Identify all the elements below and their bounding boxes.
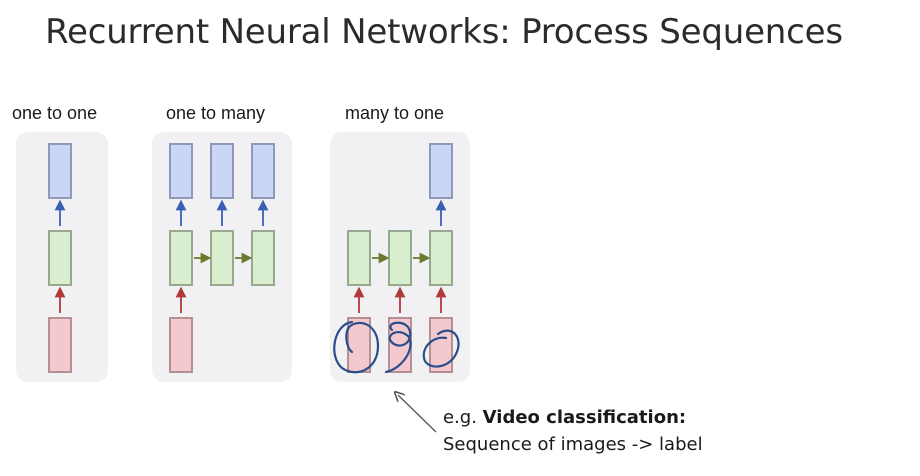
output-box [210, 143, 234, 199]
panel-label-one-to-one: one to one [12, 103, 98, 123]
panel-label-one-to-many: one to many [166, 103, 266, 123]
output-box [48, 143, 72, 199]
input-box [169, 317, 193, 373]
hidden-box [251, 230, 275, 286]
handwritten-circle-2 [384, 321, 412, 374]
output-box [429, 143, 453, 199]
caption-prefix: e.g. [443, 407, 483, 428]
caption-pointer-arrow [398, 395, 437, 433]
output-box [169, 143, 193, 199]
caption-line-2: Sequence of images -> label [443, 434, 703, 455]
hidden-box [48, 230, 72, 286]
caption-bold: Video classification: [482, 407, 687, 428]
hidden-box [169, 230, 193, 286]
caption-line-1: e.g. Video classification: [443, 404, 703, 431]
handwritten-circle-1 [333, 320, 380, 374]
caption: e.g. Video classification: Sequence of i… [443, 404, 703, 458]
hidden-box [429, 230, 453, 286]
input-box [429, 317, 453, 373]
handwritten-circle-3 [422, 329, 460, 368]
panel-label-many-to-one: many to one [345, 103, 445, 123]
hidden-box [347, 230, 371, 286]
input-box [48, 317, 72, 373]
slide-title: Recurrent Neural Networks: Process Seque… [45, 12, 843, 52]
output-box [251, 143, 275, 199]
